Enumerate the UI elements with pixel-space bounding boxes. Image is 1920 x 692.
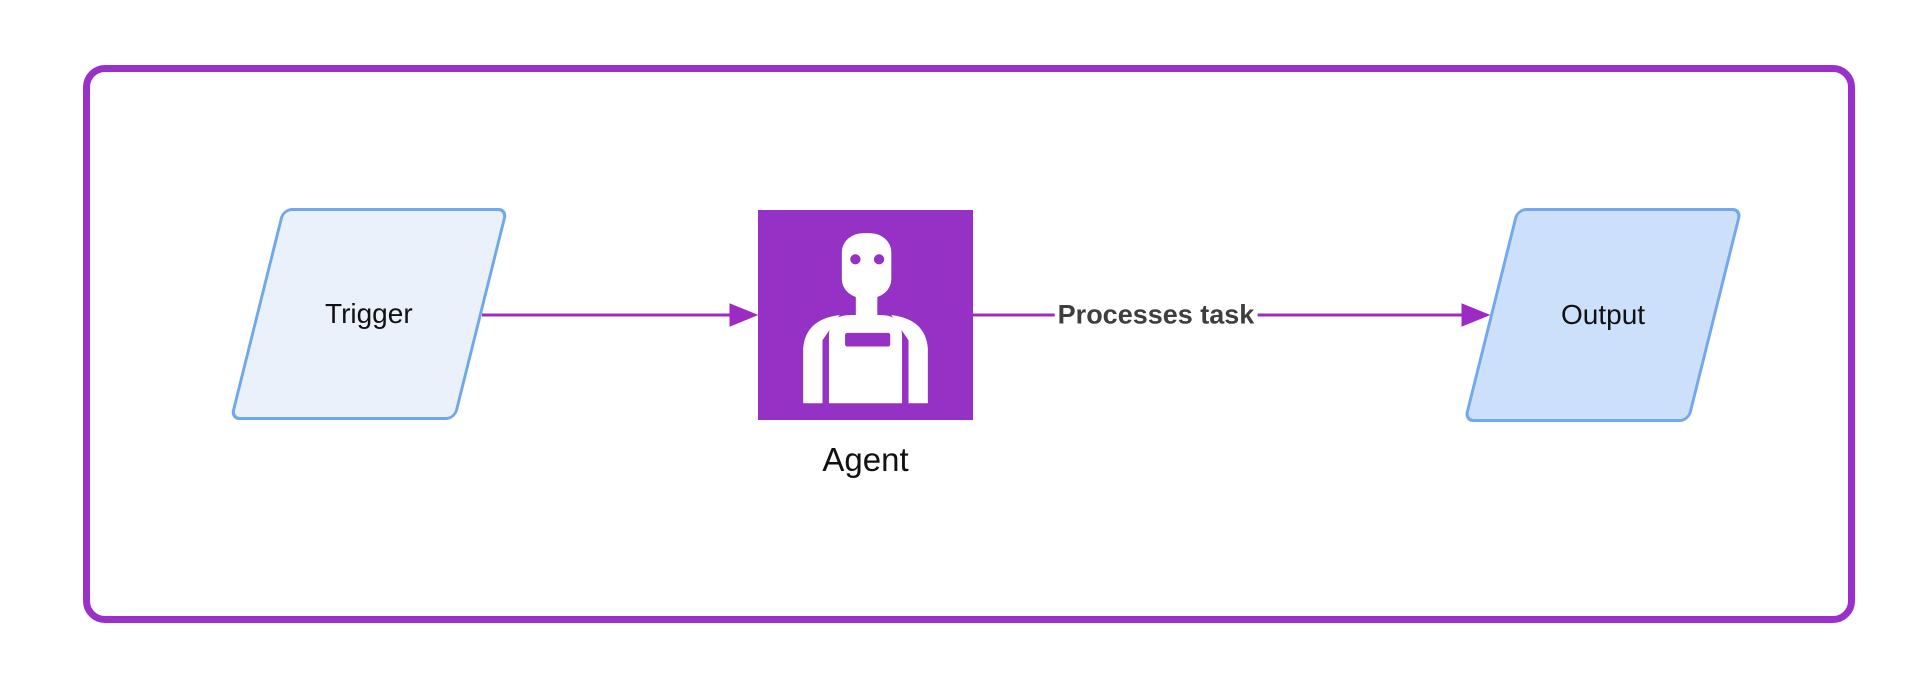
robot-icon[interactable] [758,210,973,420]
trigger-label: Trigger [325,298,413,329]
agent-label: Agent [822,441,909,478]
edge-label-processes-task: Processes task [1054,298,1258,332]
output-label: Output [1560,299,1646,330]
flow-boundary-box [83,65,1855,623]
